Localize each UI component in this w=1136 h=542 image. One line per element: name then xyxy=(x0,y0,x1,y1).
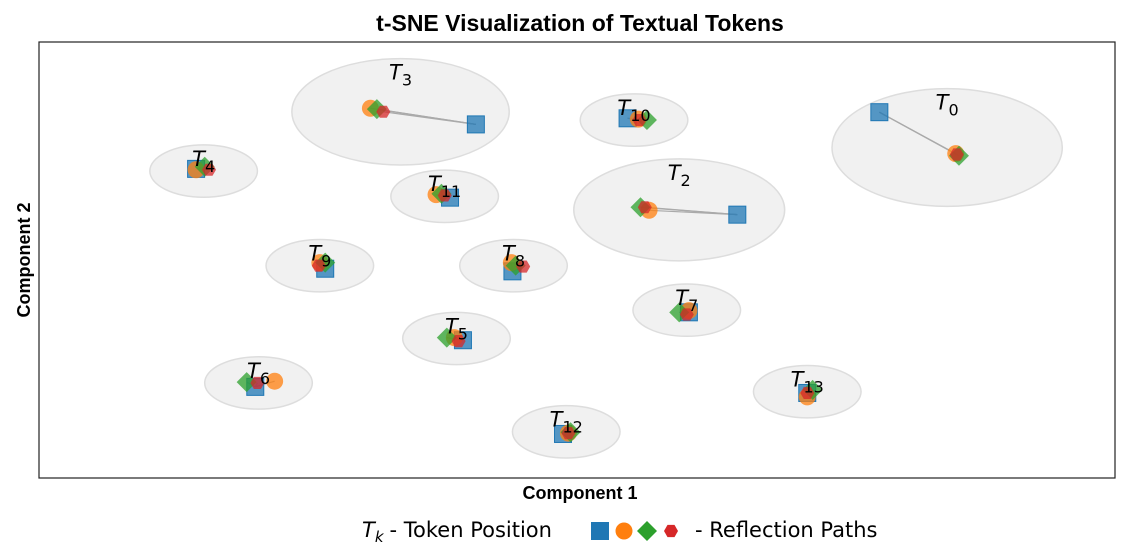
cluster-label-t8: T8 xyxy=(502,242,525,271)
marker-t7-hexagon xyxy=(679,308,694,321)
cluster-label-sub: 10 xyxy=(630,106,650,125)
chart-title: t-SNE Visualization of Textual Tokens xyxy=(376,10,784,36)
x-axis-label: Component 1 xyxy=(523,483,638,503)
cluster-label-base: T xyxy=(550,408,565,432)
legend-token-base: T xyxy=(362,518,377,542)
cluster-label-t12: T12 xyxy=(550,408,583,437)
marker-t11-hexagon xyxy=(437,189,452,202)
cluster-label-sub: 7 xyxy=(688,296,698,315)
cluster-label-t10: T10 xyxy=(617,96,650,125)
cluster-label-t9: T9 xyxy=(308,242,331,271)
marker-t5-hexagon xyxy=(451,335,466,348)
legend: Tk - Token Position - Reflection Paths xyxy=(362,518,878,542)
cluster-label-sub: 11 xyxy=(441,182,461,201)
marker-t10-hexagon xyxy=(632,114,647,127)
cluster-label-base: T xyxy=(192,147,207,171)
marker-t9-hexagon xyxy=(311,259,326,272)
cluster-label-t7: T7 xyxy=(675,286,698,315)
marker-t3-hexagon xyxy=(376,105,391,118)
y-axis-label: Component 2 xyxy=(14,203,34,318)
cluster-label-t2: T2 xyxy=(668,161,691,190)
cluster-label-sub: 3 xyxy=(402,71,412,90)
marker-t0-square xyxy=(870,103,889,122)
marker-t2-hexagon xyxy=(637,201,652,214)
legend-token-label: Tk - Token Position xyxy=(362,518,552,542)
legend-paths-text: - Reflection Paths xyxy=(695,518,878,542)
cluster-label-base: T xyxy=(428,172,443,196)
cluster-label-t4: T4 xyxy=(192,147,215,176)
cluster-label-base: T xyxy=(668,161,683,185)
cluster-label-sub: 6 xyxy=(260,369,270,388)
marker-t4-hexagon xyxy=(202,163,216,176)
marker-t3-square xyxy=(466,115,485,134)
cluster-label-base: T xyxy=(502,242,517,266)
cluster-label-sub: 0 xyxy=(948,101,958,120)
marker-t12-hexagon xyxy=(561,427,576,440)
cluster-label-base: T xyxy=(445,314,460,338)
cluster-label-sub: 13 xyxy=(803,378,823,397)
marker-t6-hexagon xyxy=(250,376,265,389)
legend-hexagon-marker xyxy=(664,524,678,538)
cluster-label-sub: 8 xyxy=(515,252,525,271)
cluster-label-t13: T13 xyxy=(791,368,824,397)
cluster-label-t5: T5 xyxy=(445,314,468,343)
cluster-region-t3 xyxy=(291,57,510,166)
cluster-label-base: T xyxy=(617,96,632,120)
marker-t13-hexagon xyxy=(800,386,815,399)
legend-markers xyxy=(591,521,678,541)
cluster-label-base: T xyxy=(936,91,951,115)
legend-circle-marker xyxy=(615,522,633,540)
cluster-label-t0: T0 xyxy=(936,91,959,120)
reflection-path-t0-hexagon xyxy=(879,111,958,156)
cluster-label-t11: T11 xyxy=(428,172,461,201)
legend-diamond-marker xyxy=(637,521,657,541)
marker-t0-hexagon xyxy=(949,148,964,161)
legend-square-marker xyxy=(591,522,609,540)
cluster-label-sub: 9 xyxy=(321,252,331,271)
cluster-label-base: T xyxy=(308,242,323,266)
cluster-label-sub: 4 xyxy=(205,157,215,176)
marker-t5-diamond xyxy=(436,327,457,348)
legend-token-sub: k xyxy=(375,528,385,542)
marker-t8-hexagon xyxy=(516,260,531,273)
cluster-label-sub: 2 xyxy=(681,171,691,190)
cluster-label-t6: T6 xyxy=(247,359,270,388)
legend-token-text: - Token Position xyxy=(390,518,552,542)
reflection-path-t2-hexagon xyxy=(644,206,738,216)
cluster-label-base: T xyxy=(389,61,404,85)
cluster-label-base: T xyxy=(791,368,806,392)
cluster-label-sub: 5 xyxy=(458,324,468,343)
cluster-label-base: T xyxy=(675,286,690,310)
reflection-path-t3-hexagon xyxy=(383,111,476,125)
cluster-label-t3: T3 xyxy=(389,61,412,90)
marker-t6-diamond xyxy=(236,372,257,393)
cluster-label-base: T xyxy=(247,359,262,383)
cluster-label-sub: 12 xyxy=(562,418,582,437)
marker-t6-circle xyxy=(266,372,284,390)
token-markers xyxy=(187,99,969,443)
marker-t2-square xyxy=(728,205,747,224)
